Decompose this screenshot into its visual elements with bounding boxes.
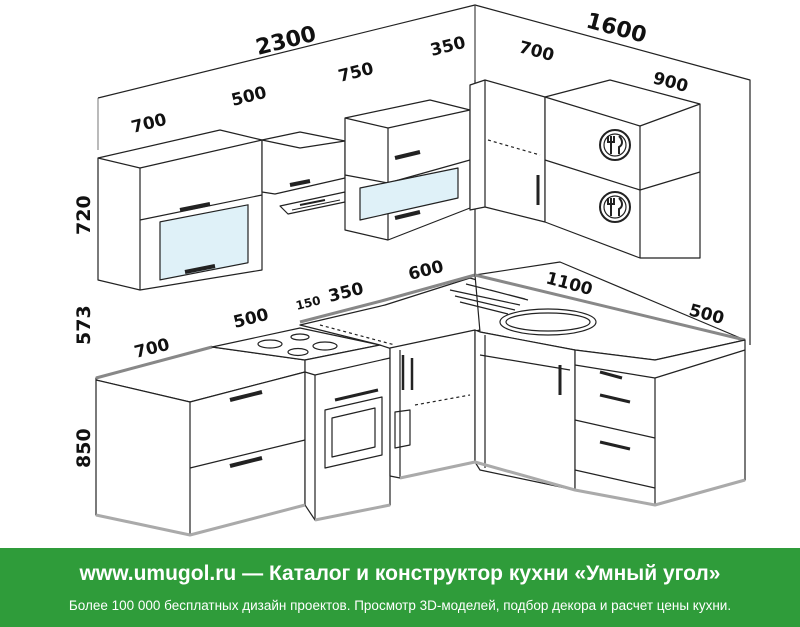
dim-base-500: 500 [231,305,270,333]
footer-tagline: Каталог и конструктор кухни «Умный угол» [268,562,721,585]
kitchen-drawing: 2300 1600 700 500 750 350 700 900 720 57… [73,4,751,537]
right-wall-outline [474,4,751,345]
hob [211,327,381,361]
base-cabinet-sink [389,329,476,479]
dim-height-upper: 720 [73,195,95,235]
plinth [95,460,746,537]
dim-total-left: 2300 [253,22,318,61]
dim-height-gap: 573 [73,305,95,345]
dim-upper-700: 700 [129,110,168,138]
footer-headline: www.umugol.ru — Каталог и конструктор ку… [0,562,800,586]
dim-upper-750: 750 [336,59,375,87]
fork-knife-icon [599,129,631,161]
dim-upper-350: 350 [428,33,467,61]
dim-total-right: 1600 [583,9,649,49]
dim-base-600: 600 [406,257,445,285]
base-drawer-cabinet-500 [574,339,746,506]
fork-knife-icon [599,191,631,223]
base-corner-cabinet [474,329,576,491]
base-cabinet-700 [95,371,306,536]
dim-height-base: 850 [73,428,95,468]
site-link[interactable]: www.umugol.ru [79,562,237,585]
upper-cabinet-900 [544,79,701,259]
sink [449,283,597,336]
dim-upper-500: 500 [229,83,268,111]
footer-dash: — [242,562,264,585]
upper-cabinet-500-hood [261,131,346,215]
footer-banner: www.umugol.ru — Каталог и конструктор ку… [0,548,800,627]
footer-description: Более 100 000 бесплатных дизайн проектов… [68,598,732,613]
dim-base-150: 150 [294,293,322,313]
dim-upper-corner-700: 700 [517,38,557,67]
oven [304,344,391,521]
upper-cabinet-700 [97,129,263,291]
upper-cabinet-750 [344,99,471,241]
dim-base-350: 350 [326,279,365,307]
upper-corner-cabinet [469,79,546,223]
